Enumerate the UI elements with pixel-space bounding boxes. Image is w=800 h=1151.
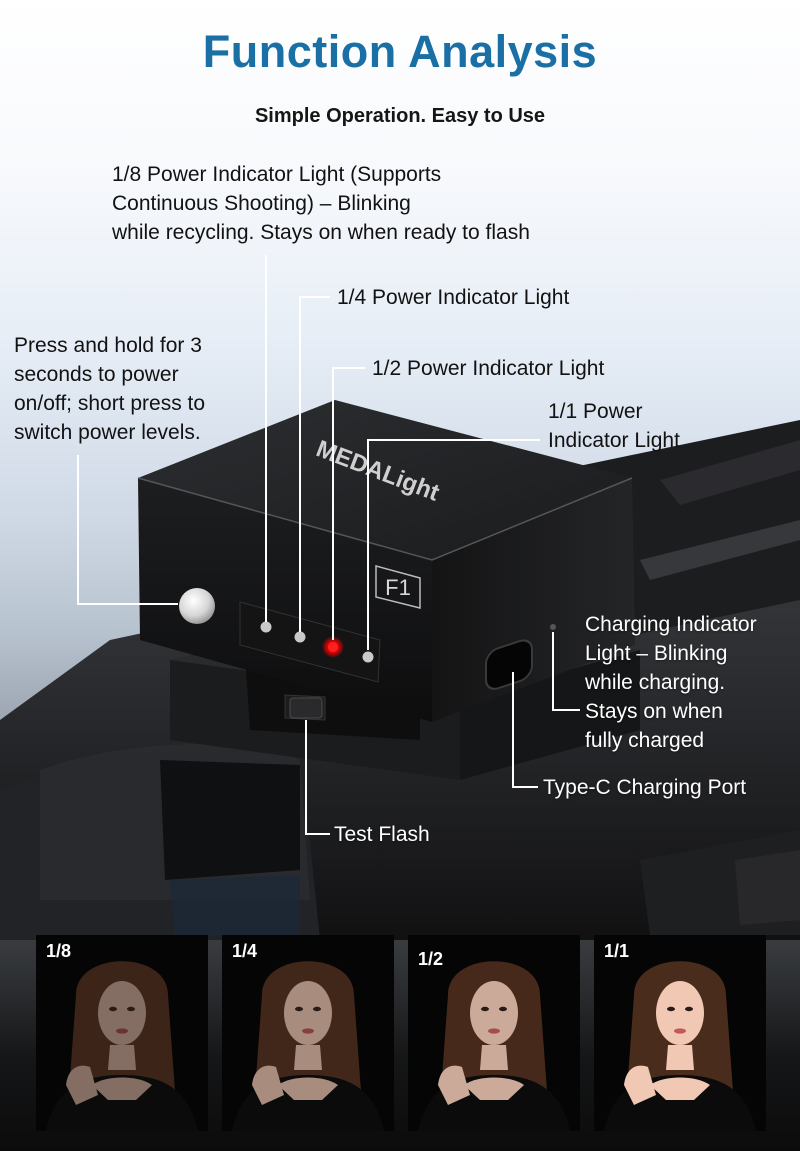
leader-test-flash xyxy=(305,720,330,835)
portrait-image xyxy=(594,935,766,1131)
sample-1-1: 1/1 xyxy=(594,935,766,1131)
callout-test-flash: Test Flash xyxy=(334,823,430,846)
callout-power-button: Press and hold for 3 seconds to power on… xyxy=(14,334,206,444)
leader-charging xyxy=(552,632,580,711)
leader-1-4 xyxy=(299,296,330,632)
leader-power-button xyxy=(77,455,178,605)
page-title: Function Analysis xyxy=(202,26,598,77)
led-1-4 xyxy=(294,631,306,643)
portrait-image xyxy=(408,935,580,1131)
portrait-image xyxy=(222,935,394,1131)
leader-1-2 xyxy=(332,367,365,640)
flash-unit xyxy=(137,400,635,740)
page-subtitle: Simple Operation. Easy to Use xyxy=(254,105,546,127)
callout-1-8-power: 1/8 Power Indicator Light (Supports Cont… xyxy=(112,163,530,244)
led-1-1 xyxy=(362,651,374,663)
sample-label: 1/4 xyxy=(232,941,258,961)
sample-label: 1/2 xyxy=(418,949,444,969)
callout-1-4-power: 1/4 Power Indicator Light xyxy=(337,286,570,309)
sample-1-2: 1/2 xyxy=(408,935,580,1131)
portrait-image xyxy=(36,935,208,1131)
charging-led xyxy=(550,624,556,630)
sample-label: 1/1 xyxy=(604,941,630,961)
leader-type-c xyxy=(512,672,538,788)
callout-type-c-port: Type-C Charging Port xyxy=(543,776,747,799)
power-level-samples: 1/8 1/4 1/2 1/1 xyxy=(36,935,766,1131)
led-1-8 xyxy=(260,621,272,633)
callout-charging-indicator: Charging Indicator Light – Blinking whil… xyxy=(585,613,757,752)
sample-label: 1/8 xyxy=(46,941,72,961)
sample-1-8: 1/8 xyxy=(36,935,208,1131)
leader-1-1 xyxy=(367,439,540,650)
leader-lines xyxy=(77,255,580,835)
power-button[interactable] xyxy=(179,588,215,624)
led-1-2 xyxy=(328,642,338,652)
test-flash-button[interactable] xyxy=(289,697,323,719)
callout-1-1-power: 1/1 Power Indicator Light xyxy=(548,400,680,452)
model-badge: F1 xyxy=(385,575,411,600)
sample-1-4: 1/4 xyxy=(222,935,394,1131)
callout-1-2-power: 1/2 Power Indicator Light xyxy=(372,357,605,380)
